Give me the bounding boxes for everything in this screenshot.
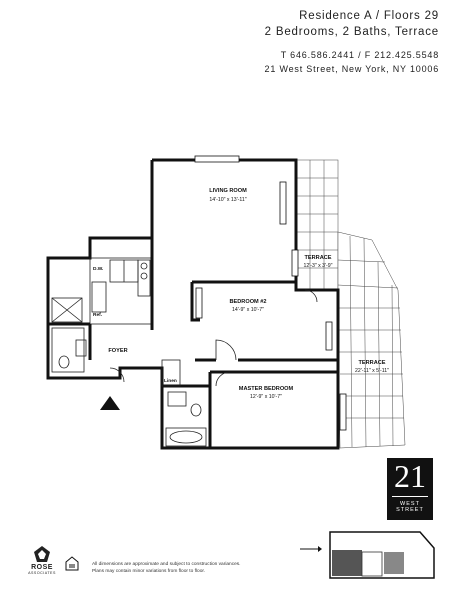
- bedroom2-dim: 14'-9" x 10'-7": [232, 307, 264, 313]
- master-bedroom-dim: 12'-9" x 10'-7": [250, 394, 282, 400]
- disclaimer: All dimensions are approximate and subje…: [92, 562, 241, 575]
- residence-subtitle: 2 Bedrooms, 2 Baths, Terrace: [264, 26, 439, 38]
- refrigerator-label: Ref.: [93, 312, 102, 318]
- rose-logo-name: ROSE: [31, 564, 53, 571]
- bedroom2-label: BEDROOM #2: [230, 299, 267, 305]
- foyer-label: FOYER: [108, 348, 127, 354]
- terrace-large-label: TERRACE: [358, 360, 385, 366]
- rose-associates-logo: ROSE ASSOCIATES: [20, 564, 64, 575]
- rose-logo-sub: ASSOCIATES: [28, 571, 56, 575]
- bath-fixtures: [51, 297, 207, 447]
- contact-phone-fax: T 646.586.2441 / F 212.425.5548: [280, 50, 439, 60]
- rose-logo-icon: [34, 546, 50, 562]
- terrace-small-dim: 12'-3" x 3'-9": [303, 263, 332, 269]
- doors: [109, 289, 318, 387]
- disclaimer-line-2: Plans may contain minor variations from …: [92, 568, 206, 574]
- address: 21 West Street, New York, NY 10006: [264, 64, 439, 74]
- building-logo-number: 21: [394, 458, 426, 494]
- living-room-label: LIVING ROOM: [209, 188, 247, 194]
- windows: [194, 155, 347, 431]
- key-plan: [300, 531, 435, 579]
- residence-title: Residence A / Floors 29: [299, 10, 439, 22]
- building-logo-name: WEST STREET: [392, 496, 428, 513]
- terrace-small-label: TERRACE: [304, 255, 331, 261]
- disclaimer-line-1: All dimensions are approximate and subje…: [92, 562, 241, 567]
- kitchen-fixtures: [91, 259, 151, 313]
- terrace-large-dim: 22'-11" x 5'-11": [355, 368, 389, 374]
- terrace-tiles: [295, 159, 406, 449]
- dishwasher-label: D.W.: [93, 266, 103, 272]
- walls: [46, 158, 340, 450]
- building-logo: 21 WEST STREET: [387, 458, 433, 520]
- linen-label: Linen: [164, 378, 177, 384]
- equal-housing-icon: [65, 556, 79, 571]
- master-bedroom-label: MASTER BEDROOM: [239, 386, 294, 392]
- entry-arrow-icon: [100, 396, 120, 410]
- living-room-dim: 14'-10" x 13'-11": [209, 197, 246, 203]
